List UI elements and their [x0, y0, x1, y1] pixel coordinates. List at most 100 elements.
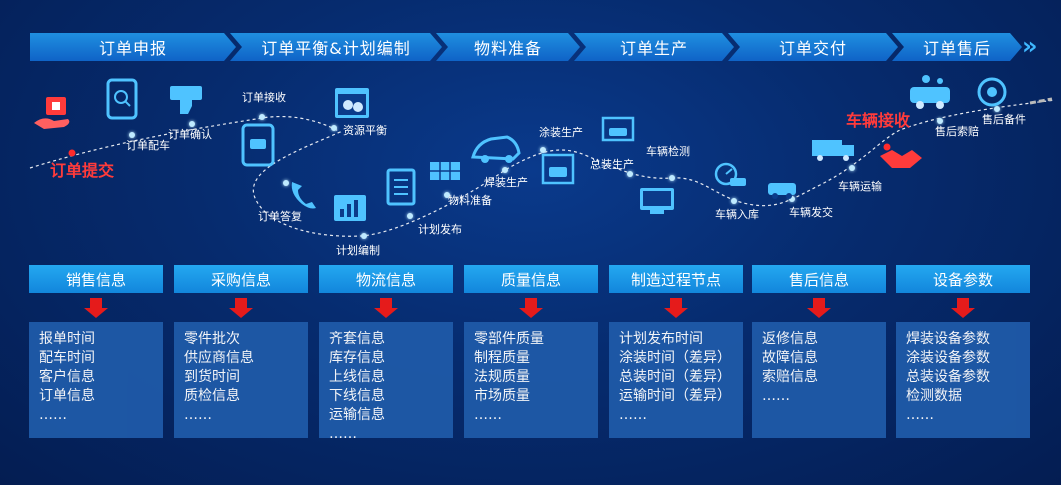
flow-label: 资源平衡	[343, 123, 387, 137]
down-arrow-icon	[664, 298, 688, 320]
panel-item: ……	[619, 407, 647, 423]
panel-item: 零件批次	[184, 331, 240, 347]
panel-item: ……	[906, 407, 934, 423]
flow-label: 订单确认	[168, 128, 212, 141]
category-logistics: 物流信息	[319, 265, 453, 293]
panel-item: 订单信息	[39, 388, 95, 404]
phase-after-sales: 订单售后	[892, 33, 1022, 61]
panel-item: ……	[762, 388, 790, 404]
bar-chart-icon	[334, 195, 366, 221]
panel-item: 上线信息	[329, 369, 385, 385]
panel-item: 运输时间（差异）	[619, 388, 731, 404]
down-arrow-icon	[951, 298, 975, 320]
node-dot	[129, 132, 135, 138]
category-quality: 质量信息	[464, 265, 598, 293]
node-dot	[259, 114, 265, 120]
panel-item: 零部件质量	[474, 331, 544, 347]
category-procurement: 采购信息	[174, 265, 308, 293]
panel-item: ……	[39, 407, 67, 423]
node-dot	[669, 175, 675, 181]
flow-label: 订单配车	[126, 138, 170, 152]
node-dot	[444, 192, 450, 198]
node-dot	[331, 125, 337, 131]
panel-procurement: 零件批次 供应商信息 到货时间 质检信息 ……	[174, 322, 308, 438]
speedometer-car-icon	[714, 162, 746, 186]
panel-item: 报单时间	[39, 331, 95, 347]
panel-item: ……	[329, 426, 357, 442]
panel-item: 运输信息	[329, 407, 385, 423]
panel-item: 市场质量	[474, 388, 530, 404]
down-arrow-icon	[84, 298, 108, 320]
panel-sales: 报单时间 配车时间 客户信息 订单信息 ……	[29, 322, 163, 438]
flow-label: 涂装生产	[539, 125, 583, 139]
flow-label: 订单答复	[258, 209, 302, 223]
panel-item: 到货时间	[184, 369, 240, 385]
node-dot	[361, 233, 367, 239]
panel-item: 法规质量	[474, 369, 530, 385]
flow-label-vehicle-receive: 车辆接收	[846, 111, 910, 130]
panel-item: 制程质量	[474, 350, 530, 366]
flow-label: 焊装生产	[484, 175, 528, 189]
panel-item: 总装设备参数	[906, 369, 990, 385]
phase-order-balance-planning: 订单平衡&计划编制	[230, 33, 442, 61]
flow-label: 计划编制	[336, 243, 380, 257]
panel-item: 涂装设备参数	[906, 350, 990, 366]
flow-label: 车辆检测	[646, 144, 690, 158]
phase-bar: 订单申报 订单平衡&计划编制 物料准备 订单生产 订单交付 订单售后	[30, 33, 1050, 61]
panel-manufacturing: 计划发布时间 涂装时间（差异） 总装时间（差异） 运输时间（差异） ……	[609, 322, 743, 438]
panel-item: 库存信息	[329, 350, 385, 366]
car-wash-icon	[601, 116, 635, 142]
node-dot	[731, 198, 737, 204]
phone-call-icon	[291, 182, 316, 209]
flow-label: 订单接收	[242, 90, 286, 104]
panel-item: 焊装设备参数	[906, 331, 990, 347]
process-flow: 订单提交 车辆接收 订单配车 订单确认 订单接收 资源平衡 订单答复 计划编制 …	[29, 75, 1056, 257]
panel-item: 齐套信息	[329, 331, 385, 347]
panel-item: 故障信息	[762, 350, 818, 366]
down-arrow-icon	[374, 298, 398, 320]
panel-item: 客户信息	[39, 369, 95, 385]
flow-label: 物料准备	[448, 193, 492, 207]
computer-icon	[640, 188, 674, 214]
panel-item: 质检信息	[184, 388, 240, 404]
flow-label-order-submit: 订单提交	[50, 161, 114, 180]
panel-item: 检测数据	[906, 388, 962, 404]
phase-order-declaration: 订单申报	[30, 33, 236, 61]
node-dot-end	[883, 143, 891, 151]
material-grid-icon	[430, 162, 460, 180]
node-dot	[189, 121, 195, 127]
phase-order-delivery: 订单交付	[728, 33, 898, 61]
panel-item: 索赔信息	[762, 369, 818, 385]
node-dot	[849, 165, 855, 171]
node-dot	[502, 167, 508, 173]
flow-label: 车辆入库	[715, 207, 759, 221]
down-arrow-icon	[807, 298, 831, 320]
node-dot	[627, 171, 633, 177]
paint-booth-icon	[541, 153, 575, 185]
category-sales: 销售信息	[29, 265, 163, 293]
end-chevron-icon: »	[1022, 32, 1037, 60]
node-dot	[937, 118, 943, 124]
node-dot	[283, 180, 289, 186]
tire-icon	[977, 77, 1007, 107]
down-arrow-icon	[229, 298, 253, 320]
flow-label: 车辆发交	[789, 205, 833, 219]
node-dot-start	[68, 149, 76, 157]
category-equipment: 设备参数	[896, 265, 1030, 293]
truck-icon	[812, 140, 854, 161]
phase-order-production: 订单生产	[574, 33, 734, 61]
handshake-icon	[880, 150, 922, 168]
flow-label: 计划发布	[418, 222, 462, 236]
panel-item: 计划发布时间	[619, 331, 703, 347]
car-body-icon	[471, 135, 521, 163]
panel-item: ……	[474, 407, 502, 423]
panel-item: 返修信息	[762, 331, 818, 347]
flow-label: 总装生产	[590, 157, 634, 171]
flow-label: 售后备件	[982, 112, 1026, 126]
panel-item: 涂装时间（差异）	[619, 350, 731, 366]
checklist-icon	[386, 168, 416, 206]
phase-material-prep: 物料准备	[436, 33, 580, 61]
panel-equipment: 焊装设备参数 涂装设备参数 总装设备参数 检测数据 ……	[896, 322, 1030, 438]
panel-item: 下线信息	[329, 388, 385, 404]
panel-logistics: 齐套信息 库存信息 上线信息 下线信息 运输信息 ……	[319, 322, 453, 442]
